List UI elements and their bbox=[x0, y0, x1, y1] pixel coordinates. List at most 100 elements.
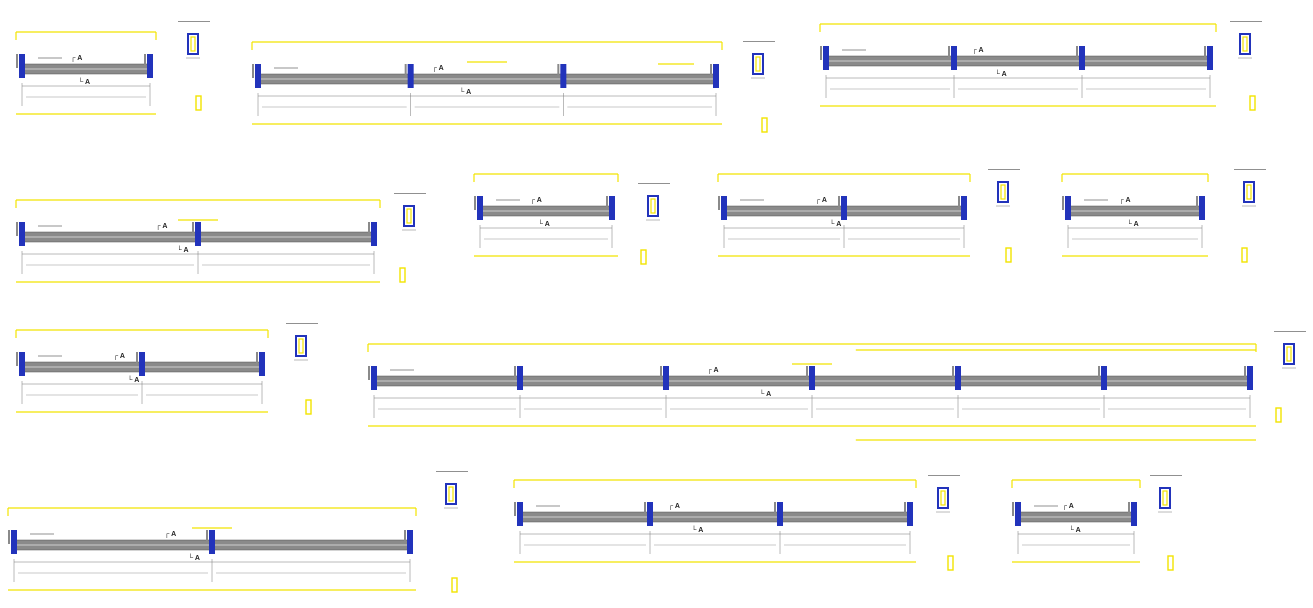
pillar bbox=[777, 502, 783, 526]
pillar bbox=[1199, 196, 1205, 220]
stirrup-detail bbox=[640, 249, 647, 265]
pillar-haunch bbox=[368, 366, 370, 380]
pillar bbox=[11, 530, 17, 554]
pillar bbox=[371, 222, 377, 246]
section-stirrup bbox=[406, 208, 412, 224]
pillar-haunch bbox=[1204, 46, 1206, 60]
section-arrow-icon: └ A bbox=[830, 219, 842, 228]
section-outline bbox=[403, 205, 415, 227]
section-arrow-icon: └ A bbox=[538, 219, 550, 228]
pillar bbox=[517, 366, 523, 390]
section-arrow-icon: ┌ A bbox=[156, 223, 168, 230]
pillar bbox=[560, 64, 567, 88]
stirrup-detail bbox=[1167, 555, 1174, 571]
beam-v12: ┌ A└ A bbox=[1011, 475, 1182, 571]
section-stirrup bbox=[190, 36, 196, 52]
pillar-haunch bbox=[806, 366, 808, 380]
stirrup-detail bbox=[305, 399, 312, 415]
section-arrow-icon: ┌ A bbox=[164, 531, 176, 538]
pillar-haunch bbox=[514, 502, 516, 516]
beam-v3: ┌ A└ A bbox=[819, 21, 1262, 111]
pillar bbox=[1079, 46, 1085, 70]
pillar bbox=[823, 46, 829, 70]
section-stirrup bbox=[755, 56, 761, 72]
pillar-haunch bbox=[404, 530, 406, 544]
section-stirrup bbox=[940, 490, 946, 506]
pillar-haunch bbox=[1012, 502, 1014, 516]
section-arrow-icon: └ A bbox=[460, 87, 472, 96]
section-outline bbox=[1239, 33, 1251, 55]
pillar bbox=[255, 64, 261, 88]
pillar-haunch bbox=[1098, 366, 1100, 380]
section-arrow-icon: ┌ A bbox=[815, 197, 827, 204]
section-stirrup bbox=[650, 198, 656, 214]
pillar bbox=[647, 502, 653, 526]
pillar bbox=[19, 352, 25, 376]
section-outline bbox=[187, 33, 199, 55]
section-stirrup bbox=[1162, 490, 1168, 506]
pillar-haunch bbox=[474, 196, 476, 210]
section-stirrup bbox=[1286, 346, 1292, 362]
beam-v10: ┌ A└ A bbox=[7, 471, 468, 593]
beam-v11: ┌ A└ A bbox=[513, 475, 960, 571]
section-arrow-icon: └ A bbox=[177, 245, 189, 254]
beam-v2: ┌ A└ A bbox=[251, 41, 775, 133]
pillar-haunch bbox=[1128, 502, 1130, 516]
pillar-haunch bbox=[774, 502, 776, 516]
section-arrow-icon: ┌ A bbox=[530, 197, 542, 204]
section-outline bbox=[445, 483, 457, 505]
pillar bbox=[259, 352, 265, 376]
section-outline bbox=[1159, 487, 1171, 509]
beam-v9: ┌ A└ A bbox=[367, 331, 1306, 441]
section-arrow-icon: └ A bbox=[128, 375, 140, 384]
stirrup-detail bbox=[1241, 247, 1248, 263]
pillar-haunch bbox=[16, 352, 18, 366]
pillar-haunch bbox=[252, 64, 254, 78]
section-outline bbox=[997, 181, 1009, 203]
stirrup-detail bbox=[1005, 247, 1012, 263]
stirrup-detail bbox=[399, 267, 406, 283]
pillar bbox=[19, 54, 25, 78]
pillar bbox=[477, 196, 483, 220]
pillar bbox=[663, 366, 669, 390]
pillar bbox=[1207, 46, 1213, 70]
pillar bbox=[407, 64, 414, 88]
stirrup-detail bbox=[1275, 407, 1282, 423]
pillar-haunch bbox=[948, 46, 950, 60]
section-arrow-icon: ┌ A bbox=[113, 353, 125, 360]
pillar-haunch bbox=[368, 222, 370, 236]
pillar bbox=[371, 366, 377, 390]
beam-v5: ┌ A └ A bbox=[473, 173, 670, 265]
pillar-haunch bbox=[144, 54, 146, 68]
pillar bbox=[609, 196, 615, 220]
section-arrow-icon: └ A bbox=[1069, 525, 1081, 534]
stirrup-detail bbox=[947, 555, 954, 571]
pillar bbox=[1247, 366, 1253, 390]
pillar-haunch bbox=[514, 366, 516, 380]
pillar bbox=[147, 54, 153, 78]
pillar-haunch bbox=[8, 530, 10, 544]
pillar bbox=[955, 366, 961, 390]
stirrup-detail bbox=[451, 577, 458, 593]
section-stirrup bbox=[298, 338, 304, 354]
section-arrow-icon: ┌ A bbox=[71, 55, 83, 62]
section-arrow-icon: ┌ A bbox=[1119, 197, 1131, 204]
section-outline bbox=[937, 487, 949, 509]
pillar-haunch bbox=[838, 196, 840, 210]
pillar-haunch bbox=[256, 352, 258, 366]
section-arrow-icon: ┌ A bbox=[972, 47, 984, 54]
pillar-haunch bbox=[404, 64, 407, 78]
pillar bbox=[407, 530, 413, 554]
section-arrow-icon: └ A bbox=[1127, 219, 1139, 228]
pillar bbox=[195, 222, 201, 246]
section-stirrup bbox=[1242, 36, 1248, 52]
pillar-haunch bbox=[1076, 46, 1078, 60]
pillar bbox=[1101, 366, 1107, 390]
pillar-haunch bbox=[820, 46, 822, 60]
pillar-haunch bbox=[718, 196, 720, 210]
pillar bbox=[951, 46, 957, 70]
pillar-haunch bbox=[606, 196, 608, 210]
beam-v1: ┌ A└ A bbox=[15, 21, 210, 115]
section-stirrup bbox=[1000, 184, 1006, 200]
